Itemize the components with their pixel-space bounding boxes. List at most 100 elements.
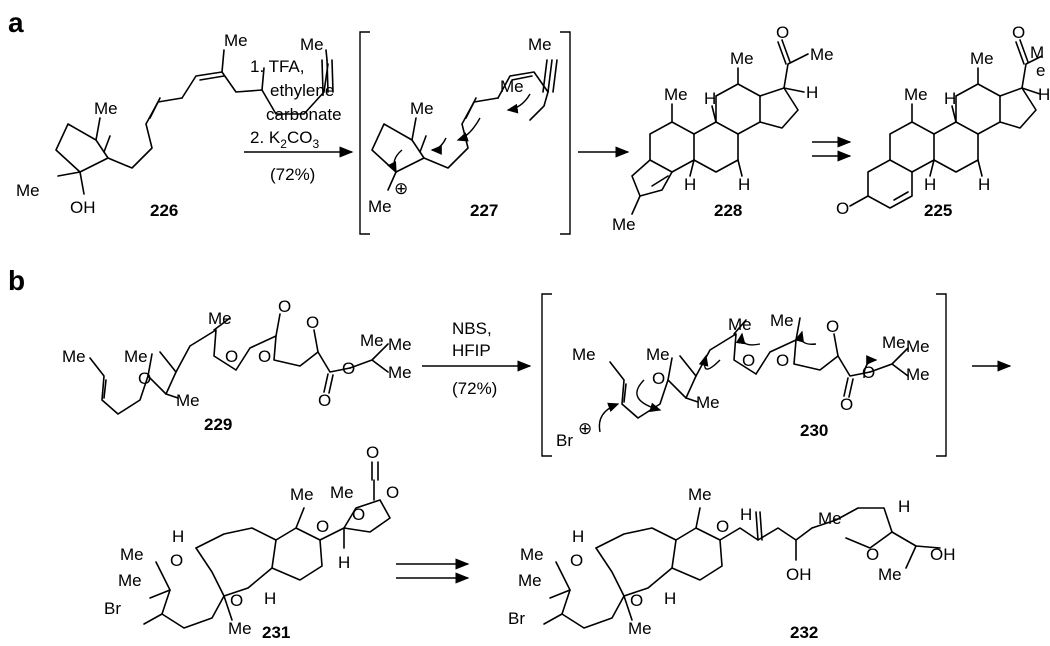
- atom-label-me: Me: [528, 35, 552, 54]
- atom-label-h: H: [338, 553, 350, 572]
- condition-tfa: 1. TFA,: [250, 57, 305, 76]
- atom-label-me: Me: [970, 49, 994, 68]
- atom-label-h: H: [704, 89, 716, 108]
- atom-label-me: Me: [818, 509, 842, 528]
- compound-number-227: 227: [470, 201, 498, 220]
- atom-label-me: Me: [878, 565, 902, 584]
- atom-label-o: O: [316, 517, 329, 536]
- atom-label-o: O: [840, 395, 853, 414]
- compound-number-229: 229: [204, 415, 232, 434]
- atom-label-o: O: [826, 317, 839, 336]
- atom-label-me: Me: [124, 347, 148, 366]
- compound-number-225: 225: [924, 201, 952, 220]
- atom-label-h: H: [1038, 85, 1050, 104]
- atom-label-h: H: [944, 89, 956, 108]
- atom-label-me: Me: [730, 49, 754, 68]
- atom-label-h: H: [684, 175, 696, 194]
- atom-label-h: H: [264, 589, 276, 608]
- compound-number-226: 226: [150, 201, 178, 220]
- atom-label-h: H: [898, 497, 910, 516]
- atom-label-o: O: [306, 313, 319, 332]
- yield-a: (72%): [270, 165, 315, 184]
- atom-label-o: O: [742, 351, 755, 370]
- atom-label-o: O: [866, 545, 879, 564]
- compound-226-structure: [55, 49, 334, 195]
- atom-label-me-m: M: [1030, 43, 1044, 62]
- atom-label-me: Me: [300, 35, 324, 54]
- compound-229-structure: [89, 313, 389, 415]
- atom-label-oh: OH: [70, 198, 96, 217]
- bracket-left-230: [541, 293, 552, 457]
- yield-b: (72%): [452, 379, 497, 398]
- atom-label-o: O: [170, 551, 183, 570]
- atom-label-me: Me: [696, 393, 720, 412]
- atom-label-me: Me: [520, 545, 544, 564]
- atom-label-me: Me: [16, 181, 40, 200]
- atom-label-me: Me: [118, 571, 142, 590]
- atom-label-me: Me: [330, 483, 354, 502]
- atom-label-me: Me: [176, 391, 200, 410]
- atom-label-o: O: [836, 199, 849, 218]
- atom-label-me: Me: [688, 485, 712, 504]
- atom-label-me: Me: [228, 619, 252, 638]
- atom-label-me: Me: [646, 345, 670, 364]
- compound-number-231: 231: [262, 623, 290, 642]
- atom-label-h: H: [978, 175, 990, 194]
- compound-number-230: 230: [800, 421, 828, 440]
- atom-label-me: Me: [500, 77, 524, 96]
- atom-label-oh: OH: [930, 545, 956, 564]
- condition-ethylene: ethylene: [270, 81, 334, 100]
- atom-label-me: Me: [904, 85, 928, 104]
- atom-label-me: Me: [770, 311, 794, 330]
- atom-label-oh: OH: [786, 565, 812, 584]
- atom-label-o: O: [318, 391, 331, 410]
- atom-label-o: O: [366, 443, 379, 462]
- atom-label-o: O: [716, 517, 729, 536]
- atom-label-h: H: [806, 83, 818, 102]
- cation-plus-sign: ⊕: [394, 179, 408, 198]
- atom-label-h: H: [664, 589, 676, 608]
- atom-label-o: O: [138, 369, 151, 388]
- atom-label-me: Me: [728, 315, 752, 334]
- panel-label-a: a: [8, 7, 24, 38]
- bracket-left-227: [359, 31, 370, 235]
- atom-label-o: O: [630, 591, 643, 610]
- condition-nbs: NBS,: [452, 319, 492, 338]
- atom-label-br: Br: [508, 609, 525, 628]
- atom-label-br: Br: [556, 431, 573, 450]
- compound-number-232: 232: [790, 623, 818, 642]
- atom-label-o: O: [258, 347, 271, 366]
- atom-label-o: O: [342, 359, 355, 378]
- atom-label-me: Me: [224, 31, 248, 50]
- atom-label-me: Me: [290, 485, 314, 504]
- compound-231-structure: [143, 461, 391, 629]
- condition-k2co3: 2. K2CO3: [250, 128, 319, 151]
- atom-label-o: O: [776, 351, 789, 370]
- atom-label-h: H: [924, 175, 936, 194]
- atom-label-h: H: [572, 527, 584, 546]
- atom-label-me-e: e: [1036, 61, 1045, 80]
- atom-label-me: Me: [664, 85, 688, 104]
- atom-label-me: Me: [120, 545, 144, 564]
- atom-label-o: O: [230, 591, 243, 610]
- atom-label-h: H: [738, 175, 750, 194]
- atom-label-o: O: [225, 347, 238, 366]
- atom-label-h: H: [740, 505, 752, 524]
- compound-227-structure: [371, 59, 558, 191]
- atom-label-br: Br: [104, 599, 121, 618]
- atom-label-me: Me: [368, 197, 392, 216]
- atom-label-me: Me: [410, 99, 434, 118]
- compound-228-structure: [631, 39, 809, 215]
- atom-label-o: O: [570, 551, 583, 570]
- atom-label-me: Me: [388, 363, 412, 382]
- atom-label-me: Me: [572, 345, 596, 364]
- panel-label-b: b: [8, 265, 25, 296]
- atom-label-me: Me: [94, 99, 118, 118]
- atom-label-me: Me: [612, 215, 636, 234]
- cation-plus-sign: ⊕: [578, 419, 592, 438]
- atom-label-o: O: [776, 23, 789, 42]
- condition-carbonate: carbonate: [266, 105, 342, 124]
- atom-label-me: Me: [906, 365, 930, 384]
- atom-label-o: O: [352, 505, 365, 524]
